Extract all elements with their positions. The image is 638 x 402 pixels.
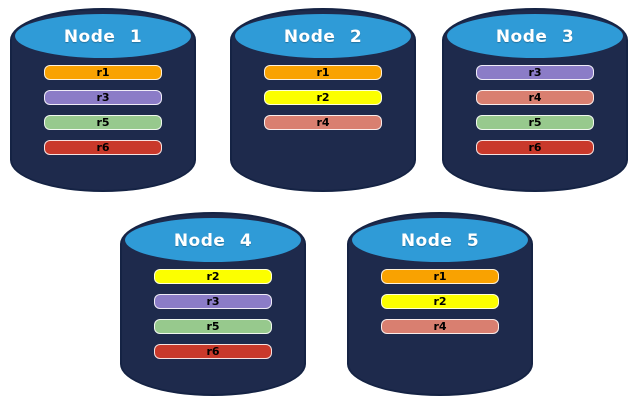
db-node: Node 4 r2 r3 r5 r6 <box>120 212 306 396</box>
replica-bar: r2 <box>264 90 382 105</box>
replica-bar: r4 <box>381 319 499 334</box>
replica-bar: r3 <box>476 65 594 80</box>
replica-label: r1 <box>316 66 330 79</box>
replica-label: r3 <box>528 66 542 79</box>
cylinder-top-icon: Node 2 <box>234 13 412 59</box>
node-title: Node 5 <box>400 231 480 251</box>
db-node: Node 1 r1 r3 r5 r6 <box>10 8 196 192</box>
replica-bar: r5 <box>44 115 162 130</box>
replica-label: r4 <box>433 320 447 333</box>
replica-label: r4 <box>316 116 330 129</box>
replica-bar: r5 <box>476 115 594 130</box>
replica-label: r1 <box>96 66 110 79</box>
node-title: Node 3 <box>495 27 575 47</box>
db-node: Node 2 r1 r2 r4 <box>230 8 416 192</box>
node-title: Node 1 <box>63 27 143 47</box>
replica-label: r2 <box>433 295 447 308</box>
replica-bar: r1 <box>381 269 499 284</box>
replica-label: r4 <box>528 91 542 104</box>
cylinder-top-icon: Node 5 <box>351 217 529 263</box>
replica-label: r5 <box>528 116 542 129</box>
replica-bar: r3 <box>154 294 272 309</box>
replica-list: r3 r4 r5 r6 <box>442 65 628 155</box>
db-node: Node 3 r3 r4 r5 r6 <box>442 8 628 192</box>
replica-label: r6 <box>96 141 110 154</box>
replica-bar: r3 <box>44 90 162 105</box>
replica-list: r2 r3 r5 r6 <box>120 269 306 359</box>
cylinder-top-icon: Node 3 <box>446 13 624 59</box>
node-title: Node 2 <box>283 27 363 47</box>
replica-label: r1 <box>433 270 447 283</box>
replica-bar: r1 <box>264 65 382 80</box>
replica-list: r1 r3 r5 r6 <box>10 65 196 155</box>
replica-bar: r4 <box>476 90 594 105</box>
replica-label: r6 <box>206 345 220 358</box>
replica-bar: r1 <box>44 65 162 80</box>
replica-label: r3 <box>206 295 220 308</box>
cylinder-top-icon: Node 1 <box>14 13 192 59</box>
replica-label: r5 <box>96 116 110 129</box>
replica-list: r1 r2 r4 <box>347 269 533 334</box>
replica-label: r2 <box>206 270 220 283</box>
replica-label: r5 <box>206 320 220 333</box>
cylinder-top-icon: Node 4 <box>124 217 302 263</box>
replica-bar: r6 <box>476 140 594 155</box>
replica-bar: r6 <box>154 344 272 359</box>
replica-label: r3 <box>96 91 110 104</box>
replica-bar: r5 <box>154 319 272 334</box>
replica-bar: r2 <box>381 294 499 309</box>
replica-bar: r4 <box>264 115 382 130</box>
replica-bar: r2 <box>154 269 272 284</box>
db-node: Node 5 r1 r2 r4 <box>347 212 533 396</box>
replica-bar: r6 <box>44 140 162 155</box>
replica-list: r1 r2 r4 <box>230 65 416 130</box>
replica-label: r6 <box>528 141 542 154</box>
node-title: Node 4 <box>173 231 253 251</box>
replica-label: r2 <box>316 91 330 104</box>
